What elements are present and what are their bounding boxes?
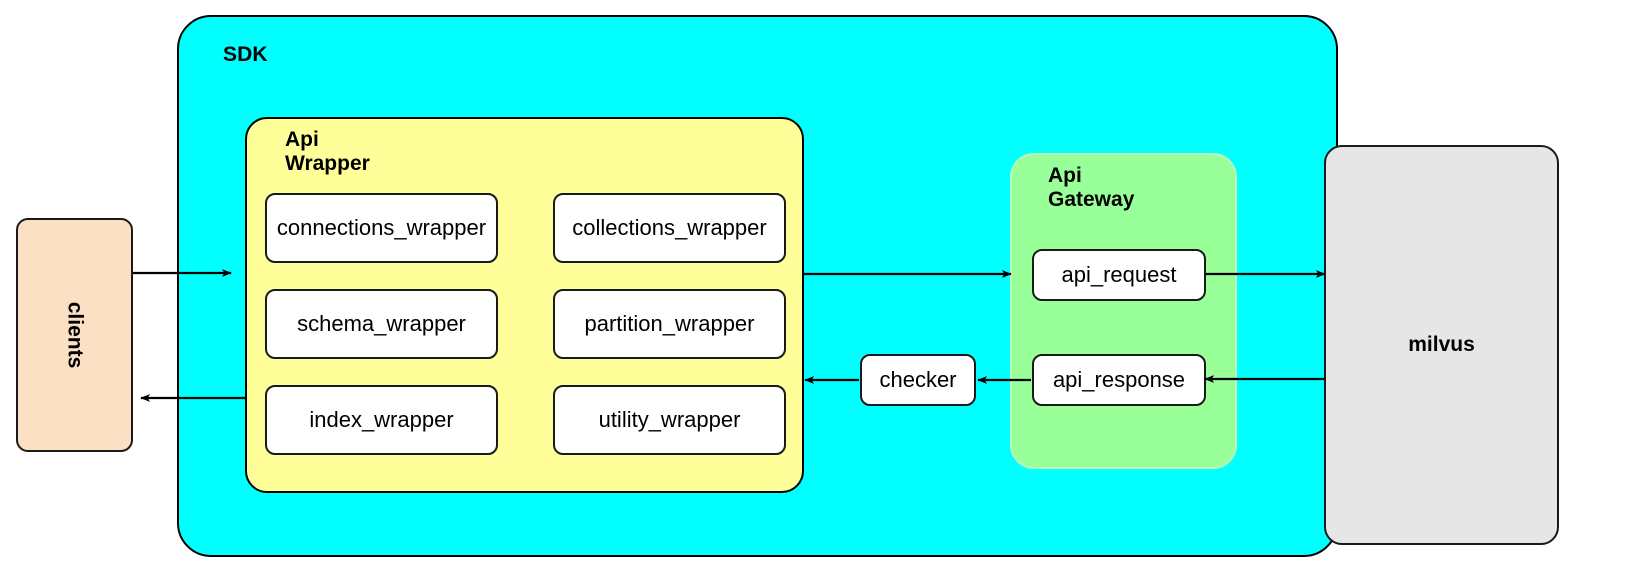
sdk-label: SDK	[223, 43, 268, 66]
node-index-wrapper[interactable]: index_wrapper	[265, 385, 498, 455]
node-utility-wrapper[interactable]: utility_wrapper	[553, 385, 786, 455]
api-wrapper-label: Api Wrapper	[285, 128, 370, 175]
api-gateway-label: Api Gateway	[1048, 164, 1135, 211]
milvus-node[interactable]: milvus	[1324, 145, 1559, 545]
node-schema-wrapper[interactable]: schema_wrapper	[265, 289, 498, 359]
milvus-label: milvus	[1408, 333, 1475, 356]
node-api-response[interactable]: api_response	[1032, 354, 1206, 406]
api-gateway-container[interactable]: Api Gateway	[1010, 153, 1237, 469]
node-connections-wrapper[interactable]: connections_wrapper	[265, 193, 498, 263]
clients-label: clients	[63, 301, 87, 369]
clients-node[interactable]: clients	[16, 218, 133, 452]
node-checker[interactable]: checker	[860, 354, 976, 406]
node-partition-wrapper[interactable]: partition_wrapper	[553, 289, 786, 359]
node-collections-wrapper[interactable]: collections_wrapper	[553, 193, 786, 263]
node-api-request[interactable]: api_request	[1032, 249, 1206, 301]
